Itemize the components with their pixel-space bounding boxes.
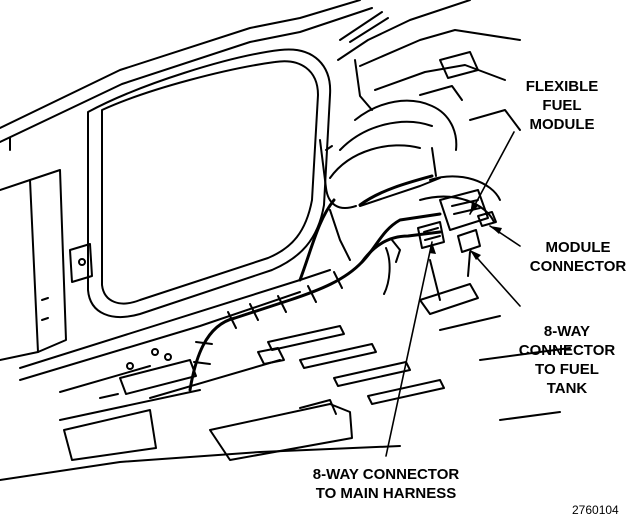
door-opening-frame [87, 48, 332, 318]
leader-lines [385, 131, 521, 457]
label-module-connector: MODULE CONNECTOR [522, 238, 634, 276]
label-line: 8-WAY [543, 323, 591, 340]
figure-number: 2760104 [572, 503, 619, 517]
floor-ribs [257, 325, 445, 405]
label-connector-fuel-tank: 8-WAY CONNECTOR TO FUEL TANK [508, 322, 626, 398]
label-connector-main-harness: 8-WAY CONNECTOR TO MAIN HARNESS [286, 465, 486, 503]
label-line: FLEXIBLE [525, 78, 599, 95]
harness-clips [193, 271, 343, 365]
harness-upper-branch [319, 139, 441, 209]
main-harness-connector [417, 221, 445, 249]
leader-arrowheads [429, 202, 502, 260]
label-line: MODULE [545, 239, 611, 256]
label-line: 8-WAY CONNECTOR [312, 466, 460, 483]
label-flexible-fuel-module: FLEXIBLE FUEL MODULE [510, 77, 614, 134]
fuel-tank-connector [457, 229, 481, 277]
trim-details [41, 297, 172, 370]
wiring-harness [188, 174, 442, 392]
floor-pan [0, 239, 571, 481]
label-line: MODULE [529, 116, 595, 133]
label-line: TO MAIN HARNESS [315, 485, 457, 502]
roof-rail [0, 0, 389, 151]
b-pillar [0, 169, 93, 361]
label-line: CONNECTOR [518, 342, 616, 359]
label-line: FUEL [542, 97, 582, 114]
label-line: CONNECTOR [529, 258, 627, 275]
label-line: TANK [546, 380, 588, 397]
rear-quarter-panel [329, 0, 521, 179]
fuel-module-body [439, 189, 497, 231]
label-line: TO FUEL [535, 361, 599, 378]
